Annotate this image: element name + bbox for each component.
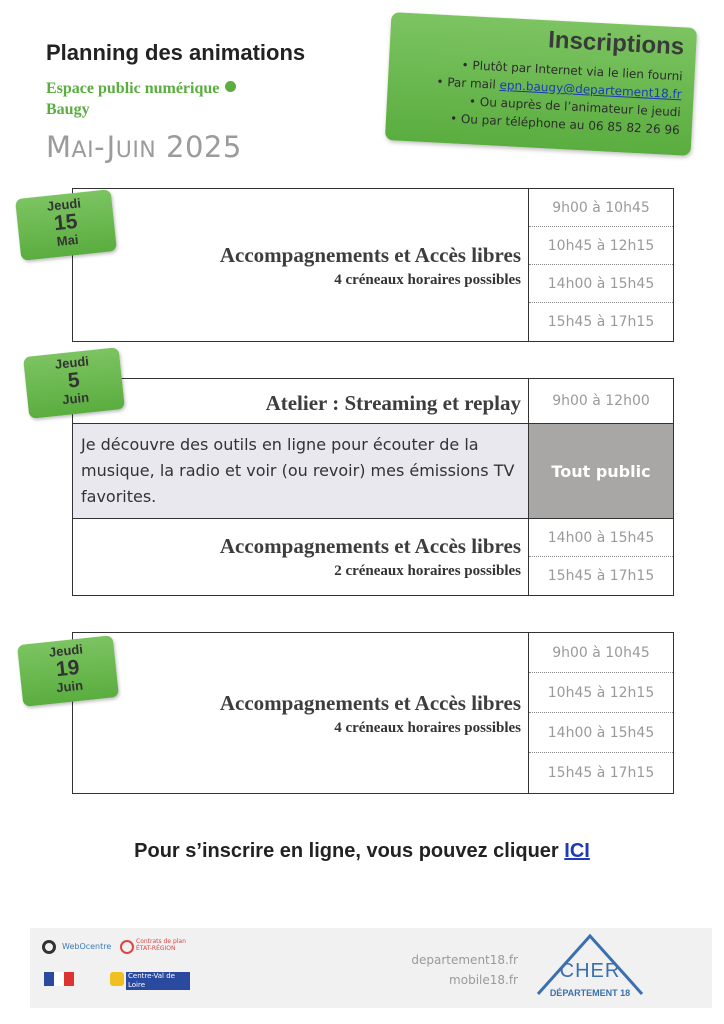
activity-title: Accompagnements et Accès libres [219,691,521,715]
venue-line1: Espace public numérique [46,80,220,97]
time-slot: 14h00 à 15h45 [529,713,673,753]
contrat-logo-icon [120,940,134,954]
departement-link[interactable]: departement18.fr [411,953,518,967]
time-slot: 10h45 à 12h15 [529,227,673,265]
activity-title: Accompagnements et Accès libres [219,534,521,558]
venue: Espace public numérique Baugy [46,78,237,120]
republique-flag-icon [44,972,74,986]
atelier-title: Atelier : Streaming et replay [265,391,521,415]
event-block-1: 9h00 à 10h45 10h45 à 12h15 14h00 à 15h45… [72,188,674,342]
day-tab-3: Jeudi 19 Juin [17,635,119,707]
green-dot-icon [225,81,237,92]
footer: WebOcentre Contrats de plan ÉTAT-RÉGION … [30,928,712,1008]
time-slot: 9h00 à 10h45 [529,189,673,227]
time-slot: 15h45 à 17h15 [547,314,655,330]
inscriptions-box: Inscriptions • Plutôt par Internet via l… [384,12,698,156]
activity-subtitle: 4 créneaux horaires possibles [334,720,521,736]
cta-text: Pour s’inscrire en ligne, vous pouvez cl… [134,840,565,862]
webocentre-logo-icon [42,940,56,954]
region-label: Centre-Val de Loire [126,972,190,990]
cher-name: CHER [559,960,621,982]
cher-sub: DÉPARTEMENT 18 [549,988,631,998]
time-slot: 9h00 à 10h45 [529,633,673,673]
signup-link[interactable]: ICI [564,840,590,862]
activity-title: Accompagnements et Accès libres [219,243,521,267]
inscriptions-title: Inscriptions [547,26,685,61]
mobile-link[interactable]: mobile18.fr [449,973,518,987]
atelier-description: Je découvre des outils en ligne pour éco… [73,423,529,519]
time-slot: 14h00 à 15h45 [529,519,673,557]
period: MAI-JUIN 2025 [46,130,242,164]
cher-roof-icon [536,933,644,996]
webocentre-label: WebOcentre [62,942,112,951]
cher-logo: CHER DÉPARTEMENT 18 [530,932,650,1002]
event-block-3: 9h00 à 10h45 10h45 à 12h15 14h00 à 15h45… [72,632,674,794]
event-block-2: 9h00 à 12h00 Atelier : Streaming et repl… [72,378,674,596]
signup-cta: Pour s’inscrire en ligne, vous pouvez cl… [0,840,724,863]
atelier-time-slot: 9h00 à 12h00 [528,379,673,423]
day-tab-2: Jeudi 5 Juin [23,347,125,419]
time-slot: 15h45 à 17h15 [547,765,655,781]
time-slot: 10h45 à 12h15 [529,673,673,713]
time-slots: 9h00 à 10h45 10h45 à 12h15 14h00 à 15h45… [528,633,673,793]
audience-badge: Tout public [529,423,673,519]
venue-line2: Baugy [46,101,90,118]
time-slots: 14h00 à 15h45 15h45 à 17h15 [528,519,673,595]
region-logo-icon [110,972,124,986]
time-slot: 15h45 à 17h15 [547,568,655,584]
page-title: Planning des animations [46,40,306,65]
inscriptions-list: • Plutôt par Internet via le lien fourni… [434,55,683,140]
activity-subtitle: 4 créneaux horaires possibles [334,272,521,288]
time-slot: 14h00 à 15h45 [529,265,673,303]
contrat-label: Contrats de plan ÉTAT-RÉGION [136,938,186,952]
day-tab-1: Jeudi 15 Mai [15,189,117,261]
activity-subtitle: 2 créneaux horaires possibles [334,563,521,579]
time-slots: 9h00 à 10h45 10h45 à 12h15 14h00 à 15h45… [528,189,673,341]
footer-links: departement18.fr mobile18.fr [411,950,518,990]
partner-logos: WebOcentre Contrats de plan ÉTAT-RÉGION … [42,938,192,1002]
